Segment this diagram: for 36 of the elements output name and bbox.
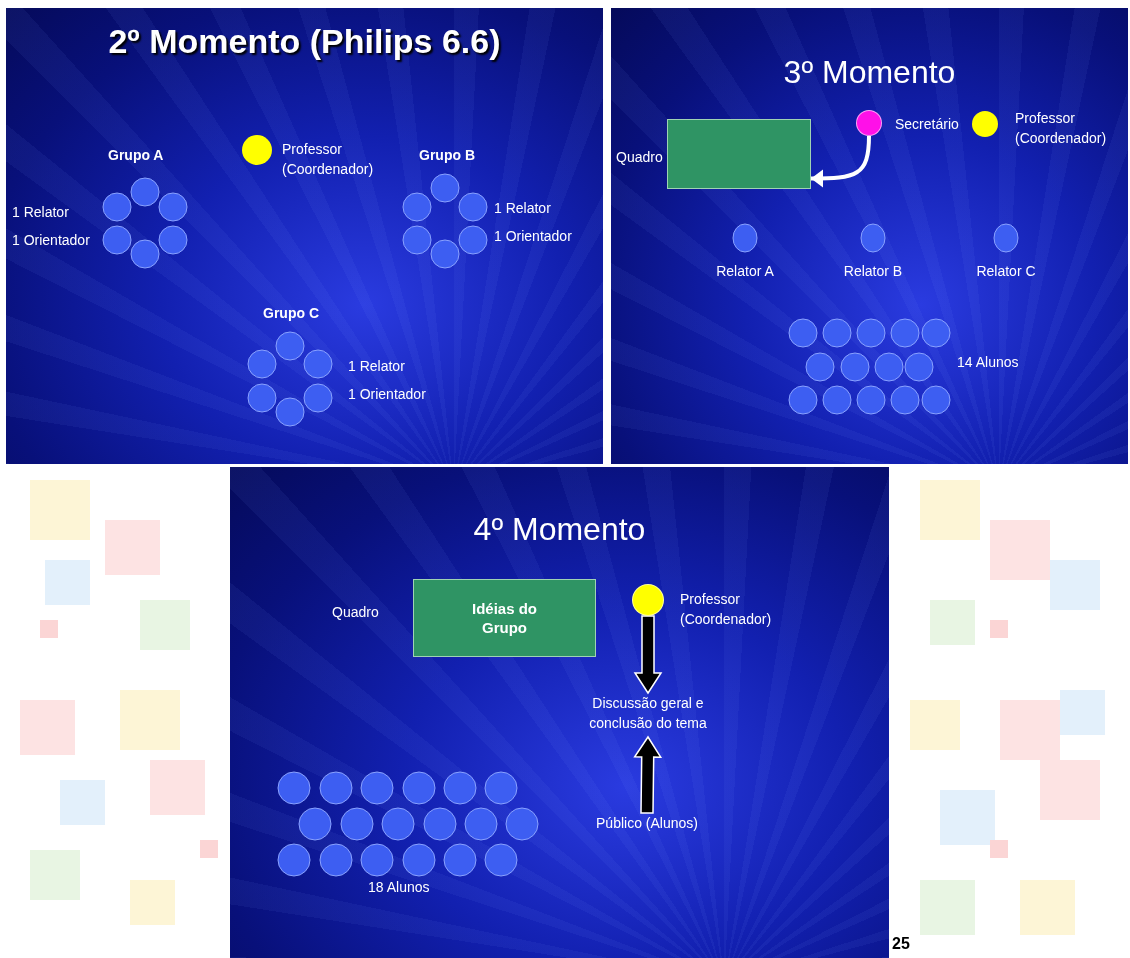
label-text: Professor (Coordenador) [1015, 109, 1108, 148]
label-text: Relator B [843, 262, 903, 281]
label-text: 1 Orientador [494, 227, 572, 246]
slide-title: 4º Momento [472, 511, 647, 548]
group-heading: Grupo A [108, 146, 164, 165]
person-circle-icon [856, 110, 882, 136]
caption-text: Quadro [616, 148, 663, 167]
group-heading: Grupo B [419, 146, 475, 165]
note-text: Público (Alunos) [572, 813, 722, 835]
arrow [633, 735, 663, 814]
board-panel [667, 119, 811, 189]
label-text: 1 Relator [348, 357, 405, 376]
label-text: Professor (Coordenador) [282, 140, 375, 179]
label-text: Relator A [716, 262, 774, 281]
label-text: 1 Relator [12, 203, 69, 222]
board-panel: Idéias do Grupo [413, 579, 596, 657]
label-text: 1 Relator [494, 199, 551, 218]
label-text: 1 Orientador [12, 231, 90, 250]
slide-panel [6, 8, 603, 464]
slide-title: 2º Momento (Philips 6.6) [107, 22, 502, 61]
slide-panel [611, 8, 1128, 464]
slide-title: 3º Momento [782, 54, 957, 91]
note-text: Discussão geral e conclusão do tema [563, 693, 733, 737]
caption-text: Professor (Coordenador) [680, 590, 773, 629]
arrow [633, 615, 663, 695]
label-text: Relator C [976, 262, 1036, 281]
group-heading: Grupo C [263, 304, 319, 323]
person-circle-icon [632, 584, 664, 616]
caption-text: Quadro [332, 603, 379, 622]
slide-panel [230, 467, 889, 958]
label-text: 18 Alunos [368, 878, 430, 897]
label-text: 14 Alunos [957, 353, 1019, 372]
page-number: 25 [892, 934, 910, 954]
label-text: 1 Orientador [348, 385, 426, 404]
caption-text: Secretário [895, 115, 959, 134]
arrow [811, 135, 871, 188]
